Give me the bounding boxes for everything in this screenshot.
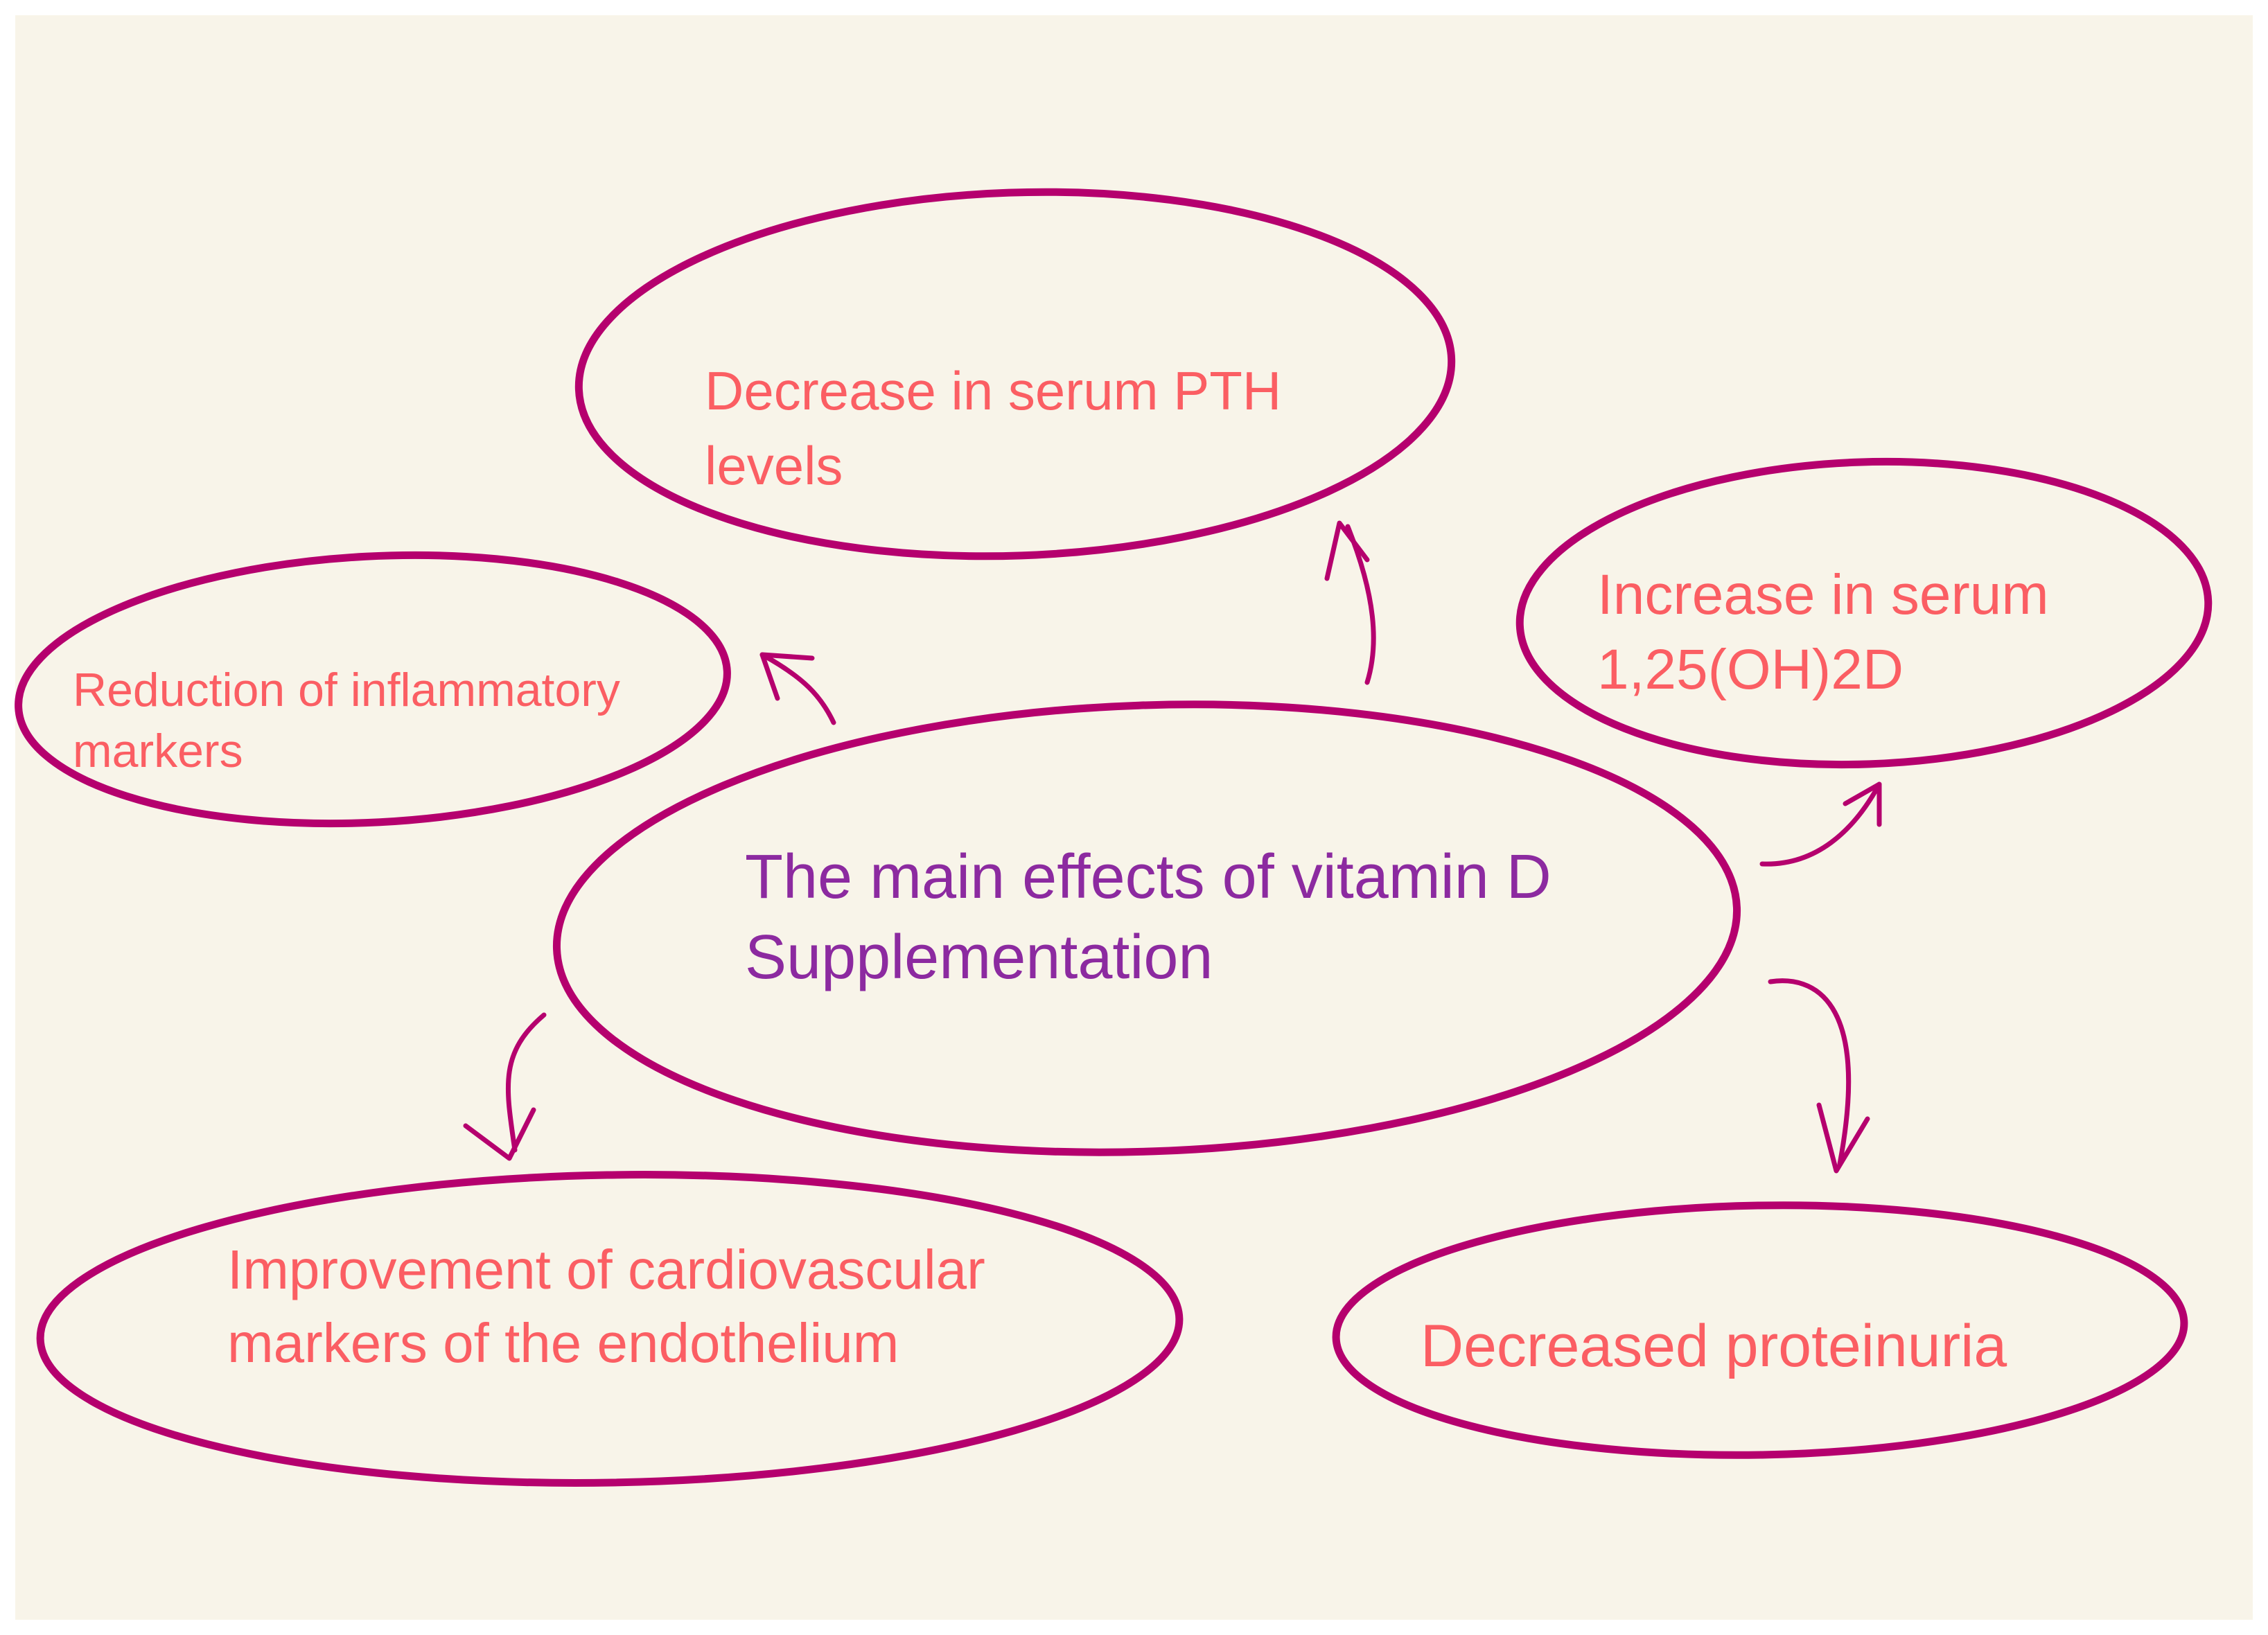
inflammatory-label-line-2: markers (73, 725, 243, 777)
pth-label-line-2: levels (705, 435, 843, 496)
inflammatory-ellipse (15, 551, 731, 828)
cardiovascular-label-line-2: markers of the endothelium (227, 1312, 899, 1374)
calcitriol-label-line-2: 1,25(OH)2D (1597, 638, 1904, 701)
pth-ellipse (574, 188, 1456, 560)
proteinuria-ellipse (1332, 1201, 2188, 1459)
pth-label: Decrease in serum PTH levels (705, 353, 1281, 503)
center-label-line-1: The main effects of vitamin D (745, 842, 1551, 912)
proteinuria-label: Decreased proteinuria (1421, 1309, 2007, 1383)
arrow-to-calcitriol (1759, 781, 1882, 867)
cardiovascular-ellipse (36, 1171, 1184, 1487)
arrow-to-pth (1324, 520, 1376, 685)
pth-label-line-1: Decrease in serum PTH (705, 360, 1282, 421)
calcitriol-label-line-1: Increase in serum (1597, 563, 2049, 626)
inflammatory-label-line-1: Reduction of inflammatory (73, 664, 620, 716)
cardiovascular-label-line-1: Improvement of cardiovascular (227, 1239, 985, 1300)
cardiovascular-label: Improvement of cardiovascular markers of… (227, 1233, 985, 1380)
inflammatory-label: Reduction of inflammatory markers (73, 660, 620, 781)
center-label-line-2: Supplementation (745, 923, 1213, 992)
calcitriol-label: Increase in serum 1,25(OH)2D (1597, 558, 2049, 707)
proteinuria-label-line-1: Decreased proteinuria (1421, 1313, 2007, 1379)
center-ellipse (552, 700, 1741, 1156)
arrow-to-inflammatory (759, 652, 836, 725)
arrow-to-cardiovascular (463, 1012, 547, 1161)
center-label: The main effects of vitamin D Supplement… (745, 837, 1551, 998)
calcitriol-ellipse (1515, 457, 2213, 769)
arrow-to-proteinuria (1768, 978, 1870, 1174)
